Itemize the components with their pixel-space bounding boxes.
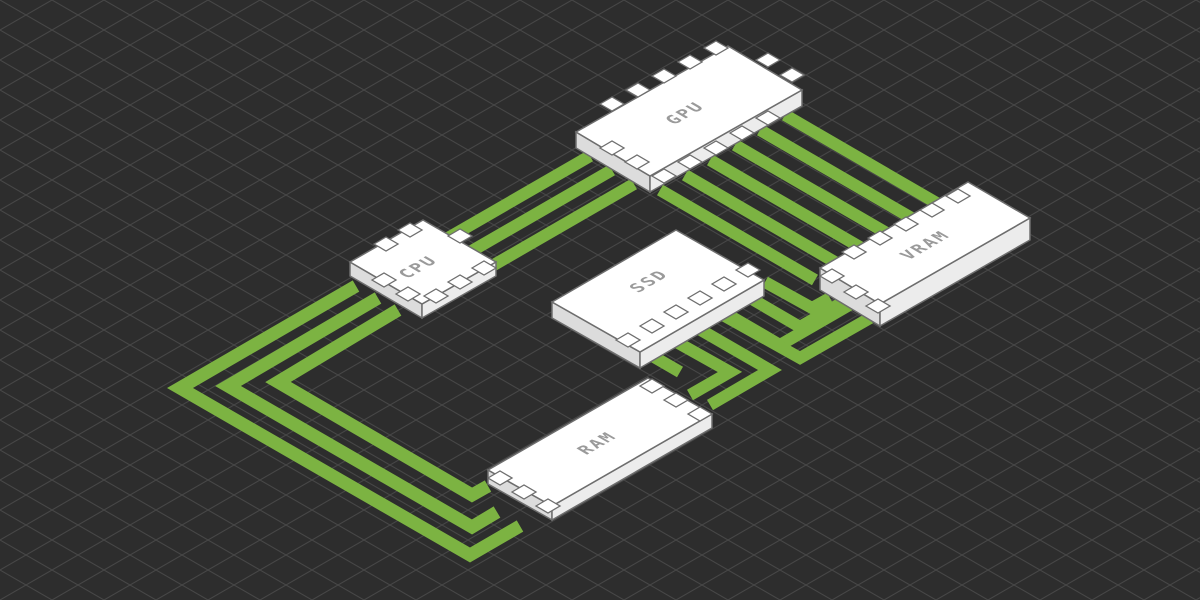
- trace: [215, 292, 501, 535]
- trace: [702, 299, 873, 365]
- gpu-chip[interactable]: GPU: [574, 40, 806, 194]
- traces-cpu-ram: [167, 280, 524, 563]
- trace: [706, 154, 869, 256]
- trace: [466, 164, 616, 258]
- ssd-top: [550, 229, 766, 353]
- trace: [488, 178, 638, 272]
- trace: [167, 280, 524, 563]
- ram-pins: [486, 378, 714, 514]
- trace: [444, 150, 594, 244]
- traces-cpu-gpu: [444, 150, 638, 272]
- cpu-chip[interactable]: CPU: [348, 219, 498, 320]
- trace: [676, 312, 782, 411]
- trace: [681, 169, 844, 271]
- trace: [741, 289, 854, 334]
- trace: [265, 304, 492, 503]
- trace: [762, 276, 833, 315]
- ram-chip[interactable]: RAM: [486, 377, 714, 522]
- trace: [731, 139, 894, 241]
- gpu-pins: [598, 40, 806, 184]
- trace: [756, 124, 919, 226]
- trace: [656, 184, 819, 286]
- ssd-chip[interactable]: SSD: [550, 229, 766, 370]
- ssd-pins: [614, 262, 762, 348]
- trace: [781, 109, 944, 211]
- vram-chip[interactable]: VRAM: [818, 181, 1032, 328]
- traces-gpu-vram: [656, 109, 944, 286]
- cpu-pins: [370, 222, 498, 304]
- vram-pins: [818, 188, 972, 314]
